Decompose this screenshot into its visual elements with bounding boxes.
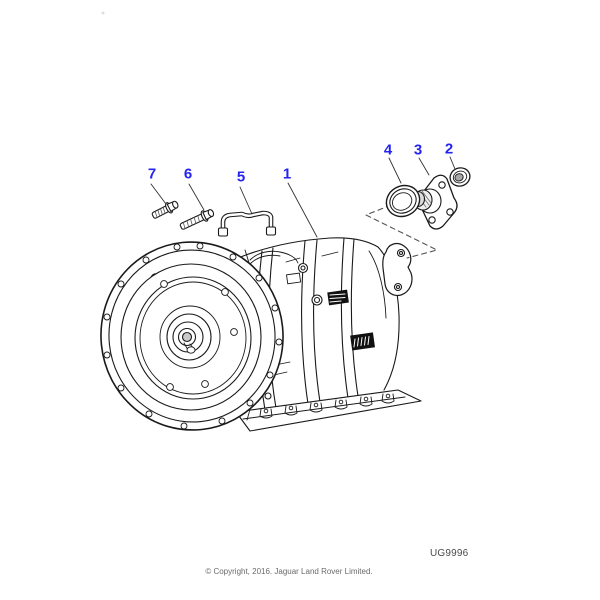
callout-4[interactable]: 4 <box>383 141 393 159</box>
leader-lines <box>150 156 456 238</box>
spec-label <box>327 289 349 306</box>
callout-5[interactable]: 5 <box>236 168 246 186</box>
copyright-text: © Copyright, 2016. Jaguar Land Rover Lim… <box>205 567 373 576</box>
transmission-illustration <box>100 237 422 432</box>
breather-pipe-part <box>217 210 277 237</box>
oil-seal-part <box>385 184 421 218</box>
bolt-part-7 <box>151 200 179 219</box>
callout-3[interactable]: 3 <box>413 141 423 159</box>
callout-6[interactable]: 6 <box>183 165 193 183</box>
callout-7[interactable]: 7 <box>147 165 157 183</box>
callout-2[interactable]: 2 <box>444 140 454 158</box>
bolt-part-6 <box>179 209 215 230</box>
barcode-label <box>350 332 375 351</box>
figure-code: UG9996 <box>430 548 469 559</box>
callout-1[interactable]: 1 <box>282 165 292 183</box>
washer-part <box>449 167 471 187</box>
assembly-dashed-line <box>365 204 438 259</box>
stray-mark <box>101 11 105 15</box>
